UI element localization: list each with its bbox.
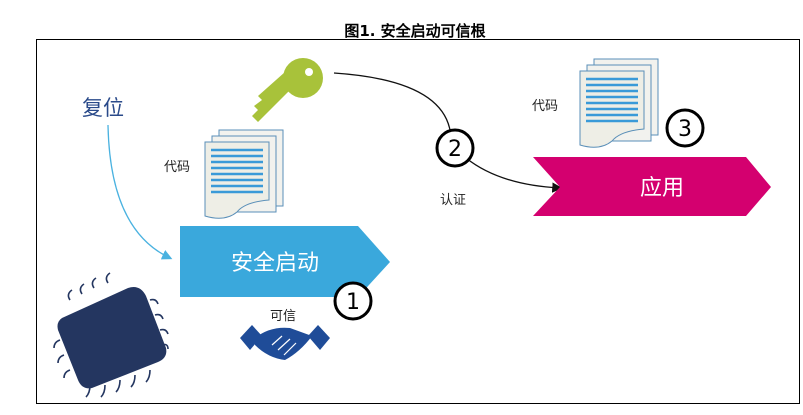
application-chevron [533,157,771,216]
figure-title: 图1. 安全启动可信根 [344,22,485,40]
application-label: 应用 [640,176,684,201]
step-2-badge: 2 [435,128,475,168]
key-icon [252,58,323,122]
svg-text:3: 3 [678,117,692,142]
authentication-label: 认证 [440,193,466,208]
trusted-label: 可信 [270,309,296,324]
auth-arrow [465,157,563,193]
step-1-badge: 1 [333,281,373,321]
reset-arrow [107,124,173,260]
step-3-badge: 3 [665,108,705,148]
handshake-icon [240,325,330,360]
chip-icon [53,272,169,398]
code-label-right: 代码 [532,99,558,114]
figure-frame [36,39,800,404]
secure-boot-label: 安全启动 [231,251,319,276]
svg-text:2: 2 [448,137,462,162]
code-document-icon [578,57,660,149]
svg-text:1: 1 [346,290,360,315]
code-document-icon [203,128,285,220]
secure-boot-arrow [180,226,390,297]
code-label-left: 代码 [164,160,190,175]
key-to-auth-curve [333,72,451,131]
reset-label: 复位 [82,96,124,120]
